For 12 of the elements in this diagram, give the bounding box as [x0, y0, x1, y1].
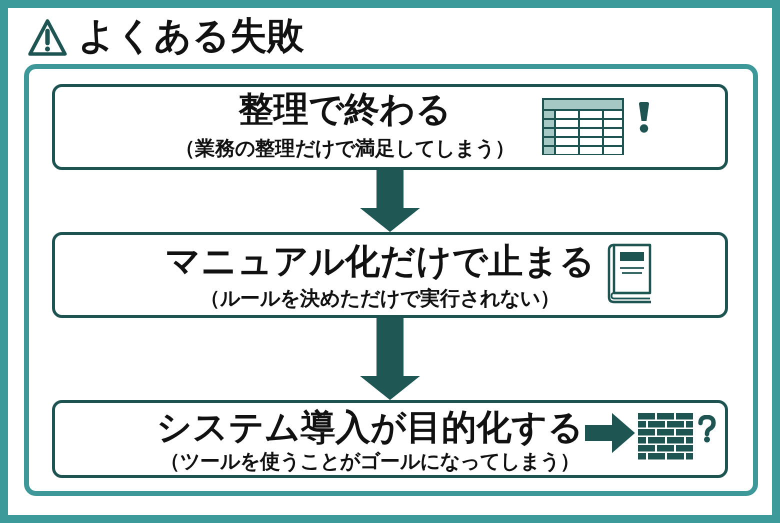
title: よくある失敗 — [78, 14, 304, 58]
step-title: マニュアル化だけで止まる — [165, 242, 595, 282]
arrow — [360, 170, 420, 232]
step-title: 整理で終わる — [238, 90, 452, 130]
step-note: （ルールを決めただけで実行されない） — [200, 286, 560, 310]
step-note: （ツールを使うことがゴールになってしまう） — [160, 449, 580, 473]
step-box — [52, 400, 728, 478]
step-title: システム導入が目的化する — [156, 408, 584, 448]
step-box — [52, 232, 728, 318]
arrow — [360, 318, 420, 400]
step-box — [52, 84, 728, 170]
step-note: （業務の整理だけで満足してしまう） — [175, 136, 515, 160]
